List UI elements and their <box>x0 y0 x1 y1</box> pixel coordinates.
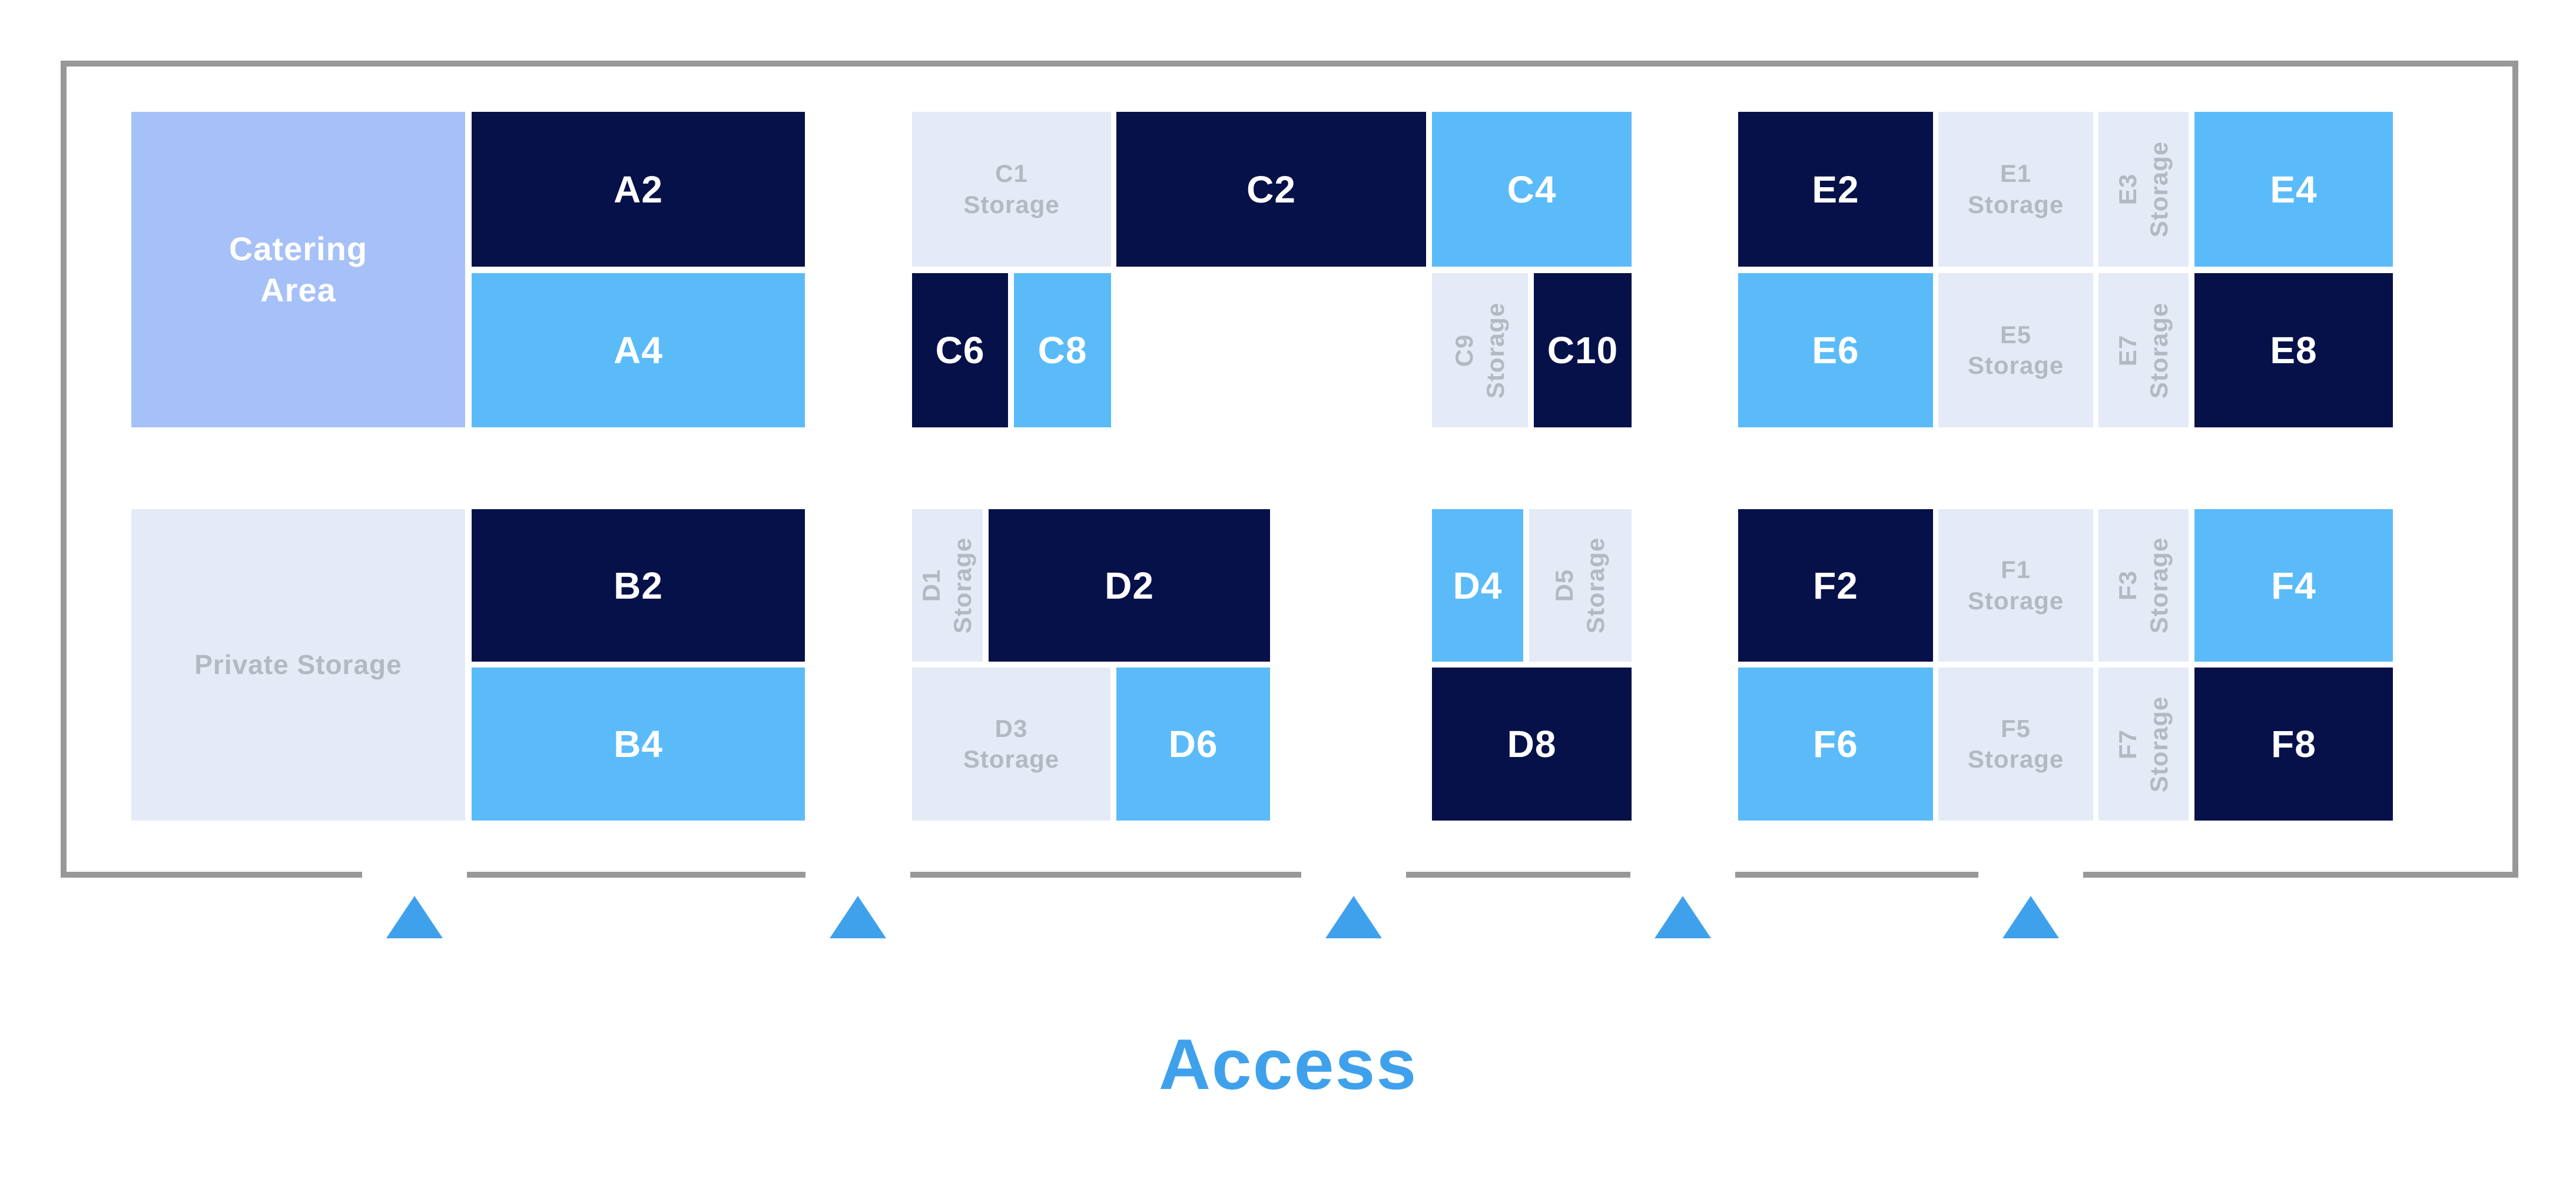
booth-F2-label: F2 <box>1813 564 1858 607</box>
booth-C10: C10 <box>1534 273 1632 427</box>
catering-area-label: Catering Area <box>228 230 368 308</box>
storage-D5: D5 Storage <box>1529 509 1632 662</box>
booth-E4: E4 <box>2194 112 2393 267</box>
booth-F2: F2 <box>1738 509 1933 662</box>
booth-D2: D2 <box>989 509 1270 662</box>
storage-E1: E1 Storage <box>1938 112 2093 267</box>
booth-D8: D8 <box>1432 668 1632 821</box>
booth-C8: C8 <box>1014 273 1111 427</box>
storage-F7: F7 Storage <box>2098 668 2189 821</box>
booth-D8-label: D8 <box>1507 723 1557 765</box>
booth-C10-label: C10 <box>1547 329 1619 371</box>
storage-C9-label: C9 Storage <box>1450 302 1509 399</box>
access-label: Access <box>1158 1024 1418 1104</box>
access-arrow-icon-4 <box>1655 896 1711 938</box>
booth-D2-label: D2 <box>1105 564 1154 607</box>
storage-E1-label: E1 Storage <box>1967 160 2064 218</box>
booth-F6: F6 <box>1738 668 1933 821</box>
booth-C2: C2 <box>1116 112 1426 267</box>
storage-D1-label: D1 Storage <box>917 537 977 634</box>
storage-E5: E5 Storage <box>1938 273 2093 427</box>
booth-E4-label: E4 <box>2270 168 2318 211</box>
storage-E7: E7 Storage <box>2098 273 2189 427</box>
storage-C1: C1 Storage <box>912 112 1111 267</box>
booth-C4-label: C4 <box>1507 168 1557 211</box>
booth-B2-label: B2 <box>614 564 663 607</box>
storage-F5-label: F5 Storage <box>1967 714 2064 773</box>
booth-B4-label: B4 <box>614 723 663 765</box>
booth-E6-label: E6 <box>1812 329 1859 371</box>
booth-D6: D6 <box>1116 668 1270 821</box>
storage-F3: F3 Storage <box>2098 509 2189 662</box>
storage-E5-label: E5 Storage <box>1967 320 2064 380</box>
booth-C6-label: C6 <box>935 329 985 371</box>
booth-F8-label: F8 <box>2271 723 2316 765</box>
booth-A2: A2 <box>472 112 805 267</box>
booth-E8: E8 <box>2194 273 2393 427</box>
booth-C2-label: C2 <box>1246 168 1296 211</box>
booth-B2: B2 <box>472 509 805 662</box>
booth-A2-label: A2 <box>614 168 663 211</box>
booth-A4: A4 <box>472 273 805 427</box>
storage-F1-label: F1 Storage <box>1967 556 2064 615</box>
catering-area: Catering Area <box>131 112 465 427</box>
storage-C9: C9 Storage <box>1432 273 1528 427</box>
wall-opening-2 <box>805 869 910 880</box>
booth-F4-label: F4 <box>2271 564 2316 607</box>
wall-opening-5 <box>1978 869 2083 880</box>
booth-D4: D4 <box>1432 509 1523 662</box>
booth-D6-label: D6 <box>1168 723 1218 765</box>
storage-F5: F5 Storage <box>1938 668 2093 821</box>
storage-D5-label: D5 Storage <box>1550 537 1610 634</box>
wall-opening-1 <box>362 869 467 880</box>
storage-C1-label: C1 Storage <box>963 160 1060 218</box>
booth-E8-label: E8 <box>2270 329 2318 371</box>
booth-C8-label: C8 <box>1037 329 1088 371</box>
wall-opening-3 <box>1301 869 1406 880</box>
access-arrow-icon-5 <box>2003 896 2059 938</box>
booth-C6: C6 <box>912 273 1008 427</box>
storage-D1: D1 Storage <box>912 509 983 662</box>
booth-A4-label: A4 <box>614 329 663 371</box>
storage-D3-label: D3 Storage <box>963 714 1060 773</box>
access-arrow-icon-1 <box>386 896 443 938</box>
booth-E6: E6 <box>1738 273 1933 427</box>
booth-B4: B4 <box>472 668 805 821</box>
booth-F6-label: F6 <box>1813 723 1858 765</box>
booth-C4: C4 <box>1432 112 1632 267</box>
private-storage-label: Private Storage <box>194 649 402 680</box>
access-arrow-icon-3 <box>1325 896 1382 938</box>
booth-F4: F4 <box>2194 509 2393 662</box>
booth-D4-label: D4 <box>1453 564 1503 607</box>
booth-F8: F8 <box>2194 668 2393 821</box>
wall-opening-4 <box>1630 869 1735 880</box>
booth-E2: E2 <box>1738 112 1933 267</box>
storage-E3-label: E3 Storage <box>2114 141 2173 238</box>
storage-E3: E3 Storage <box>2098 112 2189 267</box>
storage-F7-label: F7 Storage <box>2114 696 2173 792</box>
storage-F1: F1 Storage <box>1938 509 2093 662</box>
storage-F3-label: F3 Storage <box>2114 537 2173 634</box>
booth-E2-label: E2 <box>1812 168 1859 211</box>
access-arrow-icon-2 <box>830 896 886 938</box>
storage-E7-label: E7 Storage <box>2114 302 2173 399</box>
venue-wall <box>61 61 2518 878</box>
storage-D3: D3 Storage <box>912 668 1110 821</box>
private-storage: Private Storage <box>131 509 465 821</box>
